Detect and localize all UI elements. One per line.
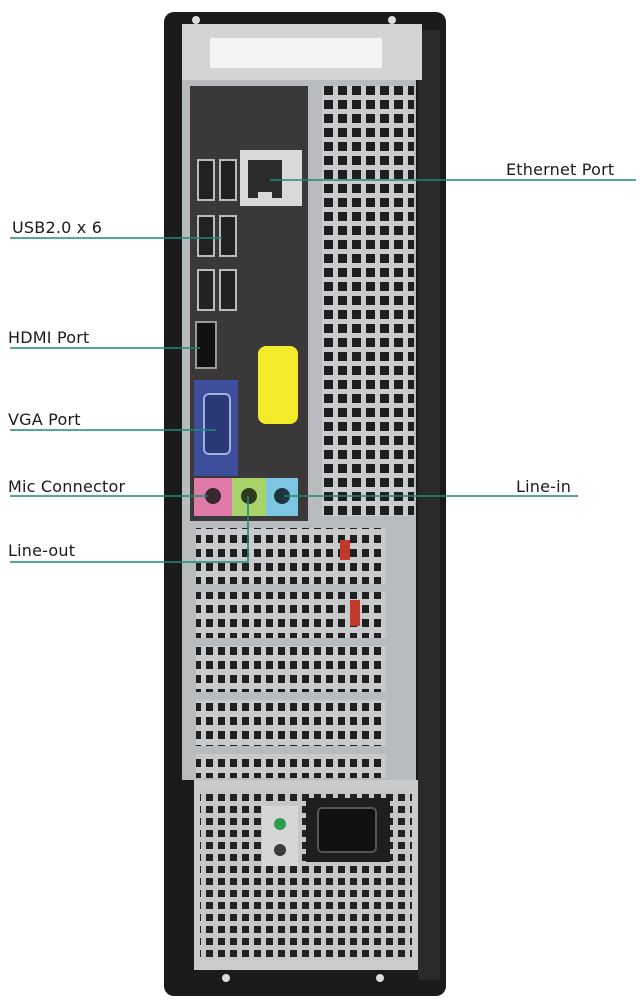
slot-divider: [196, 746, 386, 754]
yellow-sticker: [258, 346, 298, 424]
red-marker: [340, 540, 350, 560]
red-marker: [350, 600, 360, 626]
callout-lines: [10, 179, 636, 563]
expansion-slots: [196, 528, 386, 778]
screw: [388, 16, 396, 24]
power-led-icon: [274, 818, 286, 830]
screw: [222, 974, 230, 982]
slot-divider: [196, 584, 386, 592]
power-socket-icon: [317, 807, 377, 853]
hdmi-port-label: HDMI Port: [8, 328, 90, 347]
hdmi-port-icon: [195, 321, 217, 369]
vga-port-icon: [203, 393, 231, 455]
line-in-label: Line-in: [516, 477, 572, 496]
psu-switch-plate: [262, 806, 298, 866]
vga-port-label: VGA Port: [8, 410, 81, 429]
chassis-side-rail: [418, 30, 440, 980]
ethernet-clip: [258, 192, 272, 198]
line-in-jack-icon: [274, 488, 290, 504]
screw: [376, 974, 384, 982]
vent-grill-top: [322, 86, 414, 516]
mic-connector-label: Mic Connector: [8, 477, 126, 496]
ethernet-port-icon: [248, 160, 282, 198]
screw: [192, 16, 200, 24]
slot-divider: [196, 638, 386, 646]
top-slot: [210, 38, 382, 68]
line-out-label: Line-out: [8, 541, 76, 560]
ethernet-port-label: Ethernet Port: [506, 160, 615, 179]
usb-ports: [197, 159, 237, 311]
usb-label: USB2.0 x 6: [12, 218, 103, 237]
test-button-icon: [274, 844, 286, 856]
slot-divider: [196, 692, 386, 700]
mic-jack-icon: [205, 488, 221, 504]
line-out-jack-icon: [241, 488, 257, 504]
